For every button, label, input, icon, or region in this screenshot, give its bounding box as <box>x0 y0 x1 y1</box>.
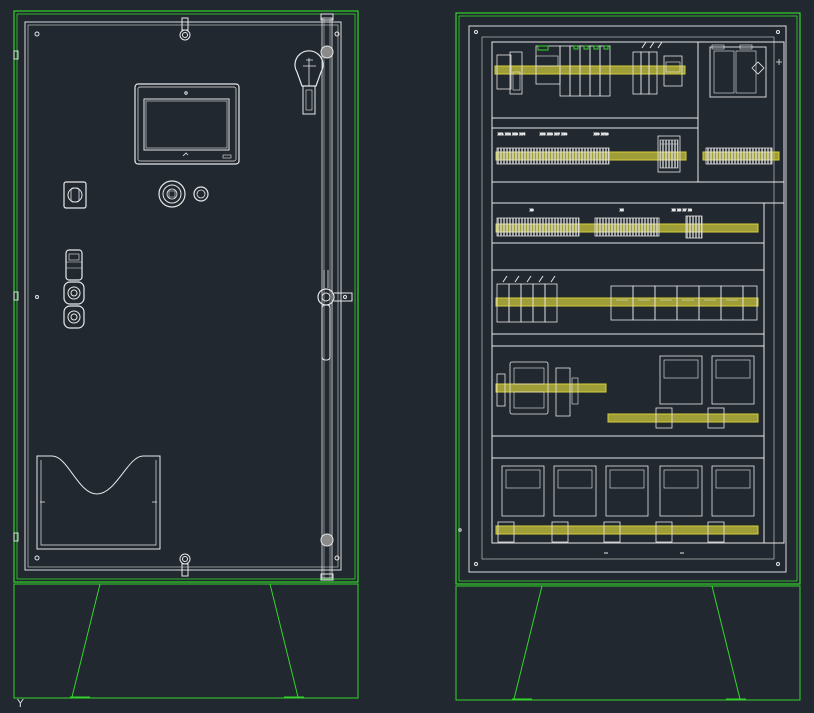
push-button-stack <box>63 249 85 329</box>
power-supply-row <box>494 41 686 97</box>
interior-enclosure-outline <box>455 12 801 585</box>
lifting-eye-bottom <box>179 553 191 577</box>
svg-text:X3: X3 <box>530 208 534 212</box>
selector-switch <box>63 181 87 209</box>
door-plinth <box>13 583 359 699</box>
emergency-stop <box>158 180 186 208</box>
lifting-eye-top <box>179 17 191 41</box>
door-enclosure-outline <box>13 10 359 583</box>
hmi-panel <box>134 83 240 165</box>
svg-text:XT1 XT2 XT3 XT4: XT1 XT2 XT3 XT4 <box>498 132 525 136</box>
indicator-lamp <box>193 186 209 202</box>
breaker-row <box>495 275 759 323</box>
svg-text:XT9 XT10: XT9 XT10 <box>594 132 609 136</box>
mounting-plate <box>468 25 787 573</box>
terminal-row-2: X3 X4 X5 X6 X7 X8 <box>495 208 759 239</box>
terminal-row-1: XT1 XT2 XT3 XT4 XT5 XT6 XT7 XT8 XT9 XT10 <box>495 132 780 173</box>
svg-text:XT5 XT6 XT7 XT8: XT5 XT6 XT7 XT8 <box>540 132 567 136</box>
door-view <box>13 10 359 699</box>
main-disconnect <box>294 50 324 115</box>
svg-text:X4: X4 <box>620 208 624 212</box>
ucs-axis-label: Y <box>17 697 24 710</box>
hinge-bottom <box>13 532 19 542</box>
hinge-middle <box>13 291 19 301</box>
interior-plinth <box>455 585 801 701</box>
document-pocket <box>36 455 161 550</box>
interior-view: XT1 XT2 XT3 XT4 XT5 XT6 XT7 XT8 XT9 XT10… <box>455 12 801 701</box>
door-handle <box>317 270 353 361</box>
hinge-top <box>13 50 19 60</box>
psu-block <box>709 44 782 98</box>
door-frame <box>24 21 342 571</box>
plc-row <box>495 355 759 429</box>
svg-text:X5 X6 X7 X8: X5 X6 X7 X8 <box>672 208 692 212</box>
door-lock-bar <box>320 13 334 581</box>
drive-row <box>495 465 759 543</box>
